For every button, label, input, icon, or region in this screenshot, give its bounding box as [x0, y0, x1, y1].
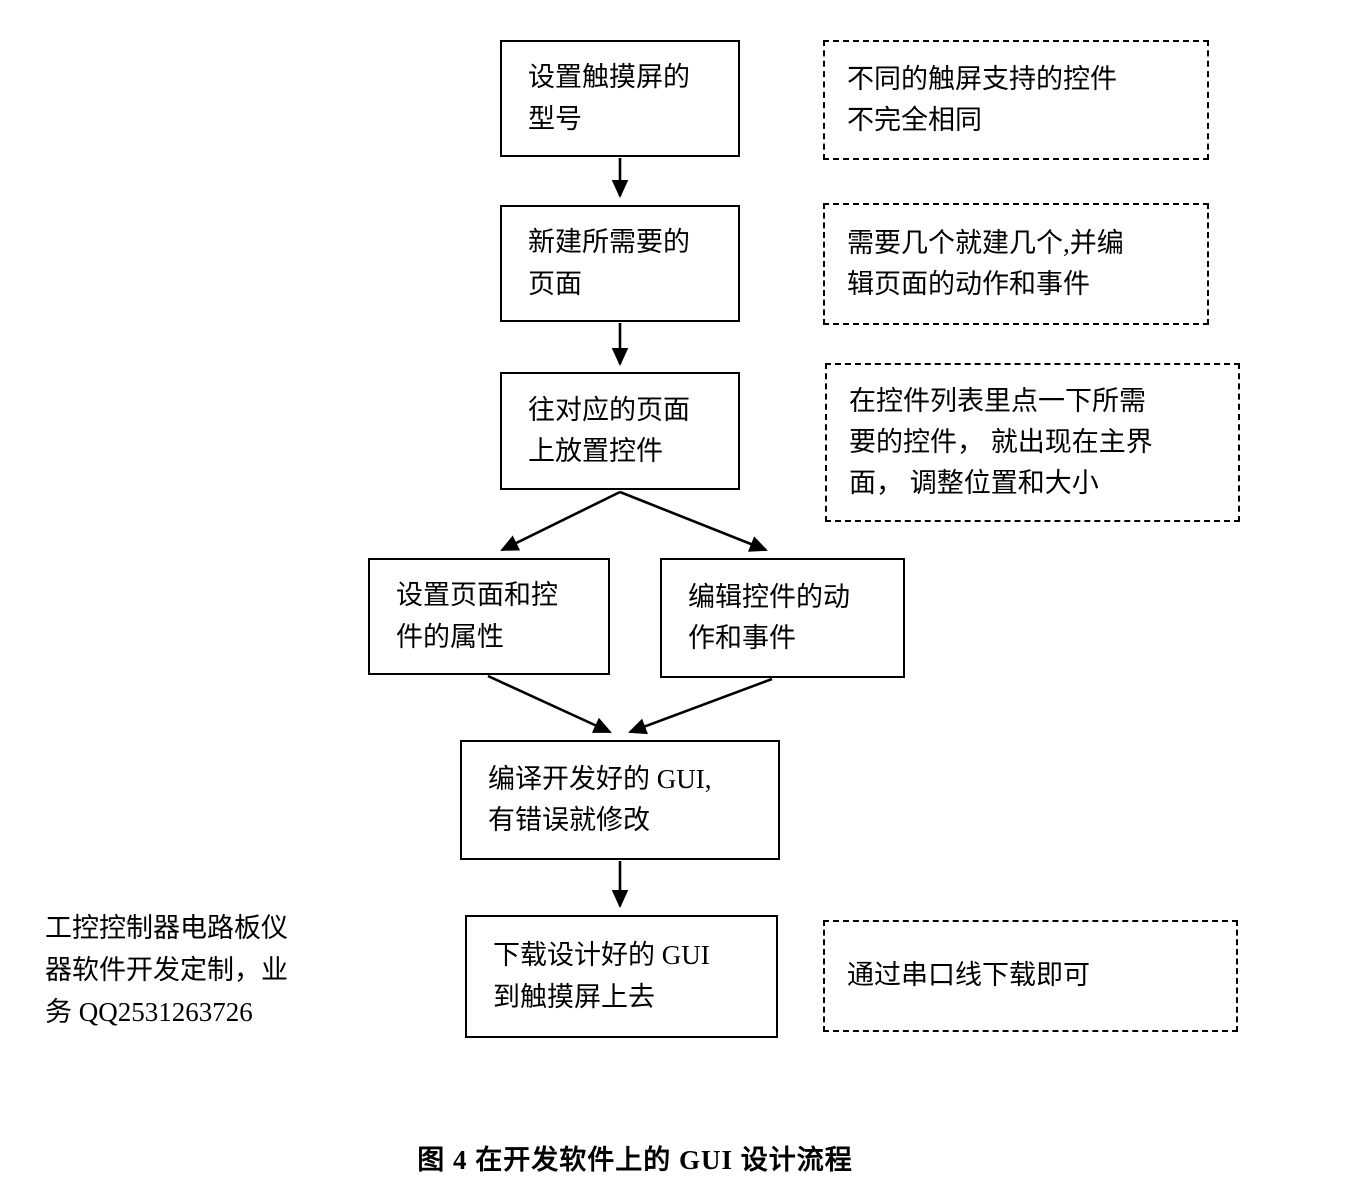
step-create-pages-label: 新建所需要的 页面 [528, 227, 690, 299]
step-set-touchscreen-model-label: 设置触摸屏的 型号 [528, 62, 690, 134]
figure-caption: 图 4 在开发软件上的 GUI 设计流程 [417, 1145, 853, 1175]
note-touchscreen-controls-differ: 不同的触屏支持的控件 不完全相同 [823, 40, 1209, 160]
step-compile-gui: 编译开发好的 GUI, 有错误就修改 [460, 740, 780, 860]
step-edit-actions-events: 编辑控件的动 作和事件 [660, 558, 905, 678]
step-edit-actions-events-label: 编辑控件的动 作和事件 [688, 581, 850, 653]
step-compile-gui-label: 编译开发好的 GUI, 有错误就修改 [488, 763, 712, 835]
note-control-list-usage-label: 在控件列表里点一下所需 要的控件， 就出现在主界 面， 调整位置和大小 [849, 385, 1153, 499]
note-create-as-many-pages-label: 需要几个就建几个,并编 辑页面的动作和事件 [847, 227, 1124, 299]
step-place-controls-label: 往对应的页面 上放置控件 [528, 394, 690, 466]
arrow-set-properties-to-compile [487, 674, 612, 734]
note-download-via-serial: 通过串口线下载即可 [823, 920, 1238, 1032]
step-place-controls: 往对应的页面 上放置控件 [500, 372, 740, 490]
note-create-as-many-pages: 需要几个就建几个,并编 辑页面的动作和事件 [823, 203, 1209, 325]
step-download-gui-label: 下载设计好的 GUI 到触摸屏上去 [493, 940, 710, 1012]
step-set-properties-label: 设置页面和控 件的属性 [396, 580, 558, 652]
arrow-place-controls-to-set-properties [500, 490, 621, 552]
arrow-place-controls-to-edit-actions [619, 490, 768, 552]
note-touchscreen-controls-differ-label: 不同的触屏支持的控件 不完全相同 [847, 63, 1117, 135]
step-create-pages: 新建所需要的 页面 [500, 205, 740, 322]
step-set-touchscreen-model: 设置触摸屏的 型号 [500, 40, 740, 157]
step-download-gui: 下载设计好的 GUI 到触摸屏上去 [465, 915, 778, 1038]
step-set-properties: 设置页面和控 件的属性 [368, 558, 610, 675]
note-control-list-usage: 在控件列表里点一下所需 要的控件， 就出现在主界 面， 调整位置和大小 [825, 363, 1240, 522]
arrow-edit-actions-to-compile [628, 677, 773, 735]
note-download-via-serial-label: 通过串口线下载即可 [847, 960, 1090, 991]
watermark-contact-text: 工控控制器电路板仪 器软件开发定制，业 务 QQ2531263726 [45, 913, 288, 1027]
